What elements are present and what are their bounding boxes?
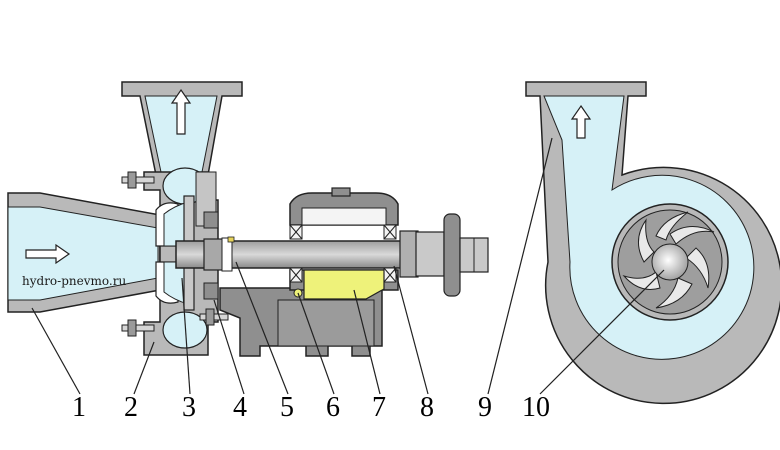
leader-line-10 bbox=[539, 269, 665, 395]
volute-flow-arrow bbox=[570, 104, 592, 139]
callout-1: 1 bbox=[72, 392, 86, 423]
casing-bolt-top bbox=[121, 171, 155, 189]
bracket-bolt bbox=[199, 308, 229, 326]
bearing-rear-top bbox=[383, 224, 397, 240]
leader-line-7 bbox=[353, 289, 381, 395]
casing-bolt-bottom bbox=[121, 319, 155, 337]
callout-5: 5 bbox=[280, 392, 294, 423]
callout-10: 10 bbox=[522, 392, 550, 423]
leader-lines bbox=[31, 137, 665, 395]
lubricant-chamber bbox=[293, 269, 385, 300]
leader-line-6 bbox=[297, 292, 335, 395]
leader-line-4 bbox=[213, 299, 245, 395]
suction-flow-arrow bbox=[25, 243, 71, 265]
leader-line-9 bbox=[487, 137, 553, 395]
bearing-bracket bbox=[219, 287, 383, 357]
shaft bbox=[175, 236, 429, 272]
callout-7: 7 bbox=[372, 392, 386, 423]
callout-4: 4 bbox=[233, 392, 247, 423]
callout-8: 8 bbox=[420, 392, 434, 423]
watermark-text: hydro-pnevmo.ru bbox=[22, 274, 127, 288]
bearing-rear-bottom bbox=[383, 267, 397, 283]
leader-line-1 bbox=[31, 307, 81, 395]
callout-9: 9 bbox=[478, 392, 492, 423]
bearing-front-top bbox=[289, 224, 303, 240]
coupling bbox=[399, 213, 489, 297]
side-section-view bbox=[7, 81, 489, 357]
impeller-vanes bbox=[622, 211, 715, 309]
callout-3: 3 bbox=[182, 392, 196, 423]
bearing-front-bottom bbox=[289, 267, 303, 283]
leader-line-3 bbox=[181, 277, 191, 395]
front-volute-view bbox=[525, 81, 780, 405]
discharge-flow-arrow bbox=[170, 88, 192, 135]
suction-inlet bbox=[7, 192, 161, 313]
leader-line-8 bbox=[393, 265, 429, 395]
leader-line-2 bbox=[133, 341, 155, 395]
impeller-hub bbox=[651, 243, 689, 281]
leader-line-5 bbox=[235, 261, 289, 395]
callout-6: 6 bbox=[326, 392, 340, 423]
callout-2: 2 bbox=[124, 392, 138, 423]
